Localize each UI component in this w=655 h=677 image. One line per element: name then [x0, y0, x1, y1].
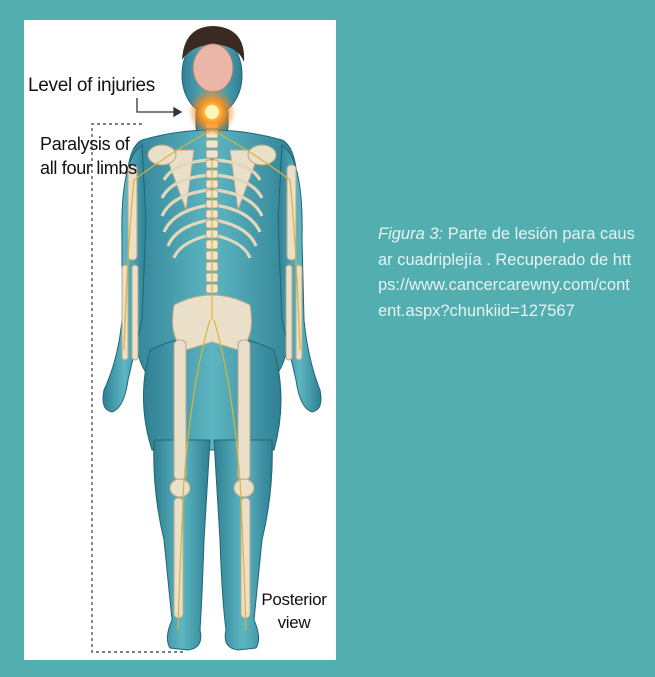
- posterior-body-illustration: [91, 26, 322, 653]
- posterior-label-line2: view: [277, 613, 311, 632]
- paralysis-label-line2: all four limbs: [40, 158, 137, 178]
- posterior-label-line1: Posterior: [261, 590, 327, 609]
- paralysis-label-line1: Paralysis of: [40, 134, 130, 154]
- ribcage: [160, 158, 264, 259]
- level-of-injuries-label: Level of injuries: [28, 75, 155, 96]
- caption-label: Figura 3:: [378, 225, 444, 243]
- brain: [192, 43, 234, 93]
- anatomy-figure: Level of injuries Paralysis of all four …: [24, 20, 336, 660]
- paralysis-bracket: [91, 123, 184, 653]
- paralysis-label: Paralysis of all four limbs: [40, 132, 180, 180]
- figure-caption: Figura 3: Parte de lesión para causar cu…: [378, 222, 636, 324]
- caption-text: Parte de lesión para causar cuadriplejía…: [378, 225, 635, 320]
- posterior-view-label: Posterior view: [254, 588, 334, 634]
- nerves: [123, 129, 301, 631]
- level-arrow: [136, 98, 183, 118]
